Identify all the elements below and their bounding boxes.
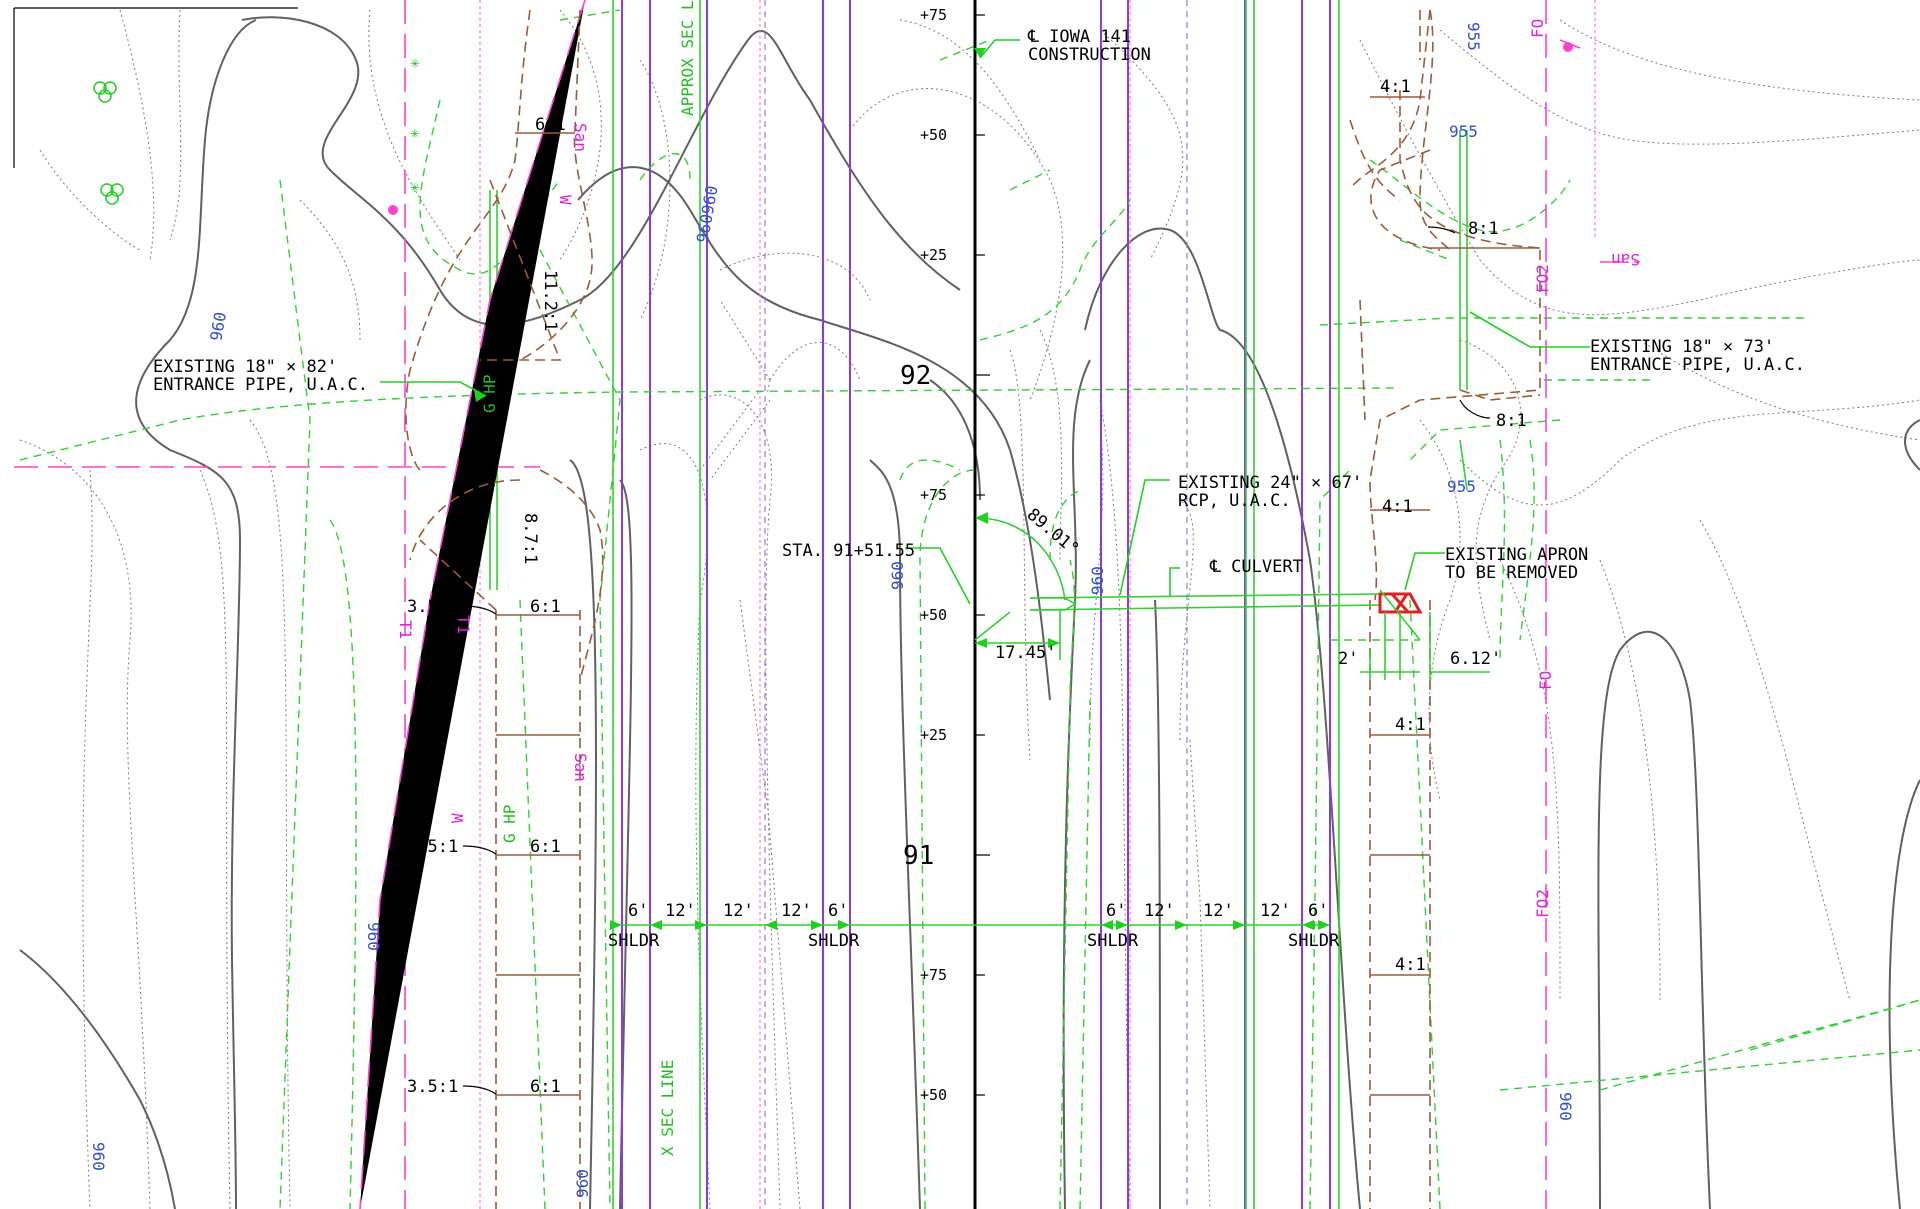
width-label: 12' — [723, 901, 754, 921]
svg-text:✳: ✳ — [410, 177, 420, 196]
shoulder-label: SHLDR — [1087, 931, 1139, 951]
utility-label: FO2 — [1533, 264, 1552, 293]
contour-label: 960 — [888, 561, 907, 590]
station-label: +50 — [920, 126, 947, 144]
utility-label: FO — [1528, 19, 1547, 38]
width-label: 12' — [1144, 901, 1175, 921]
utility-label: T1 — [454, 615, 473, 634]
station-label: +75 — [920, 966, 947, 984]
contour-label: 960 — [89, 1142, 108, 1171]
pipe-callout: ENTRANCE PIPE, U.A.C. — [1590, 355, 1805, 375]
contour-label: 960 — [1556, 1092, 1575, 1121]
slope-leaders — [462, 226, 1491, 1095]
rcp-callout: RCP, U.A.C. — [1178, 491, 1291, 511]
station-label: +75 — [920, 486, 947, 504]
alignment-label: ℄ IOWA 141 — [1027, 27, 1131, 47]
contour-label: 960 — [364, 922, 383, 951]
culvert-label: ℄ CULVERT — [1209, 557, 1303, 577]
section-line-label: APPROX SEC LIN — [678, 0, 697, 116]
lane-lines — [621, 0, 1331, 1209]
slope-label: 4:1 — [1395, 715, 1426, 735]
shoulder-label: SHLDR — [608, 931, 660, 951]
grading-lines — [19, 0, 1920, 1209]
contour-label: 955 — [1447, 477, 1476, 496]
culvert — [1029, 589, 1431, 680]
slope-label: 8:1 — [1468, 219, 1499, 239]
station-number: 91 — [903, 841, 934, 871]
slope-label: 11.2:1 — [540, 270, 560, 331]
utility-label: G HP — [480, 374, 499, 413]
svg-text:✳: ✳ — [410, 53, 420, 72]
culvert-dimensions — [974, 512, 1490, 680]
slope-label: 4:1 — [1395, 955, 1426, 975]
width-label: 12' — [1260, 901, 1291, 921]
slope-label: 6:1 — [535, 115, 566, 135]
station-label: +25 — [920, 246, 947, 264]
utility-label: FO2 — [1533, 889, 1552, 918]
dimension-label: 2' — [1338, 649, 1358, 669]
width-label: 12' — [781, 901, 812, 921]
dimension-label: 6.12' — [1450, 649, 1501, 669]
alignment-label: CONSTRUCTION — [1028, 45, 1151, 65]
slope-label: 3.5:1 — [407, 837, 458, 857]
apron-callout: EXISTING APRON — [1445, 545, 1588, 565]
svg-text:✳: ✳ — [410, 123, 420, 142]
station-label: +75 — [920, 6, 947, 24]
station-callout: STA. 91+51.55 — [782, 541, 915, 561]
slope-label: 6:1 — [530, 597, 561, 617]
contour-label: 960 — [1088, 566, 1107, 595]
width-label: 6' — [628, 901, 648, 921]
slope-label: 3.5:1 — [407, 597, 458, 617]
contour-label: 955 — [1449, 122, 1478, 141]
typical-widths — [610, 920, 1330, 930]
slope-label: 3.5:1 — [407, 1077, 458, 1097]
utility-lines — [14, 0, 1640, 1209]
utility-label: San — [1611, 250, 1640, 269]
station-label: +50 — [920, 606, 947, 624]
pipe-callout: EXISTING 18" × 82' — [153, 357, 337, 377]
utility-label: T1 — [396, 620, 415, 639]
slope-label: 8.7:1 — [520, 513, 540, 564]
slope-label: 4:1 — [1380, 77, 1411, 97]
rcp-callout: EXISTING 24" × 67' — [1178, 473, 1362, 493]
utility-label: W — [448, 813, 467, 823]
slope-label: 6:1 — [530, 1077, 561, 1097]
callout-leaders — [380, 39, 1590, 605]
section-line-label: X SEC LINE — [658, 1060, 677, 1156]
utility-label: G HP — [500, 804, 519, 843]
station-number: 92 — [900, 361, 931, 391]
width-label: 6' — [1308, 901, 1328, 921]
station-label: +50 — [920, 1086, 947, 1104]
dimension-label: 17.45' — [995, 643, 1056, 663]
tree-symbols: ✳ ✳ ✳ — [93, 53, 420, 205]
slope-label: 4:1 — [1382, 497, 1413, 517]
contour-label: 955 — [1464, 22, 1483, 51]
shoulder-label: SHLDR — [808, 931, 860, 951]
width-label: 12' — [1203, 901, 1234, 921]
width-label: 6' — [1106, 901, 1126, 921]
shoulder-label: SHLDR — [1288, 931, 1340, 951]
pipe-callout: ENTRANCE PIPE, U.A.C. — [153, 375, 368, 395]
existing-contours — [19, 9, 1920, 1209]
apron-callout: TO BE REMOVED — [1445, 563, 1578, 583]
ditch-lines — [405, 9, 1541, 1209]
sheet-frame — [13, 7, 298, 168]
slope-label: 8:1 — [1496, 411, 1527, 431]
utility-label: FO — [1536, 671, 1555, 690]
utility-label: San — [571, 123, 590, 152]
contour-label: 960960 — [693, 184, 722, 244]
width-label: 6' — [828, 901, 848, 921]
station-ticks — [975, 14, 990, 1096]
major-contours — [19, 16, 1920, 1209]
utility-label: W — [556, 195, 575, 205]
slope-ticks — [496, 96, 1540, 1096]
contour-label: 960 — [573, 1169, 592, 1198]
width-label: 12' — [665, 901, 696, 921]
station-label: +25 — [920, 726, 947, 744]
utility-label: San — [571, 753, 590, 782]
slope-label: 6:1 — [530, 837, 561, 857]
contour-label: 960 — [206, 311, 230, 343]
pipe-callout: EXISTING 18" × 73' — [1590, 337, 1774, 357]
